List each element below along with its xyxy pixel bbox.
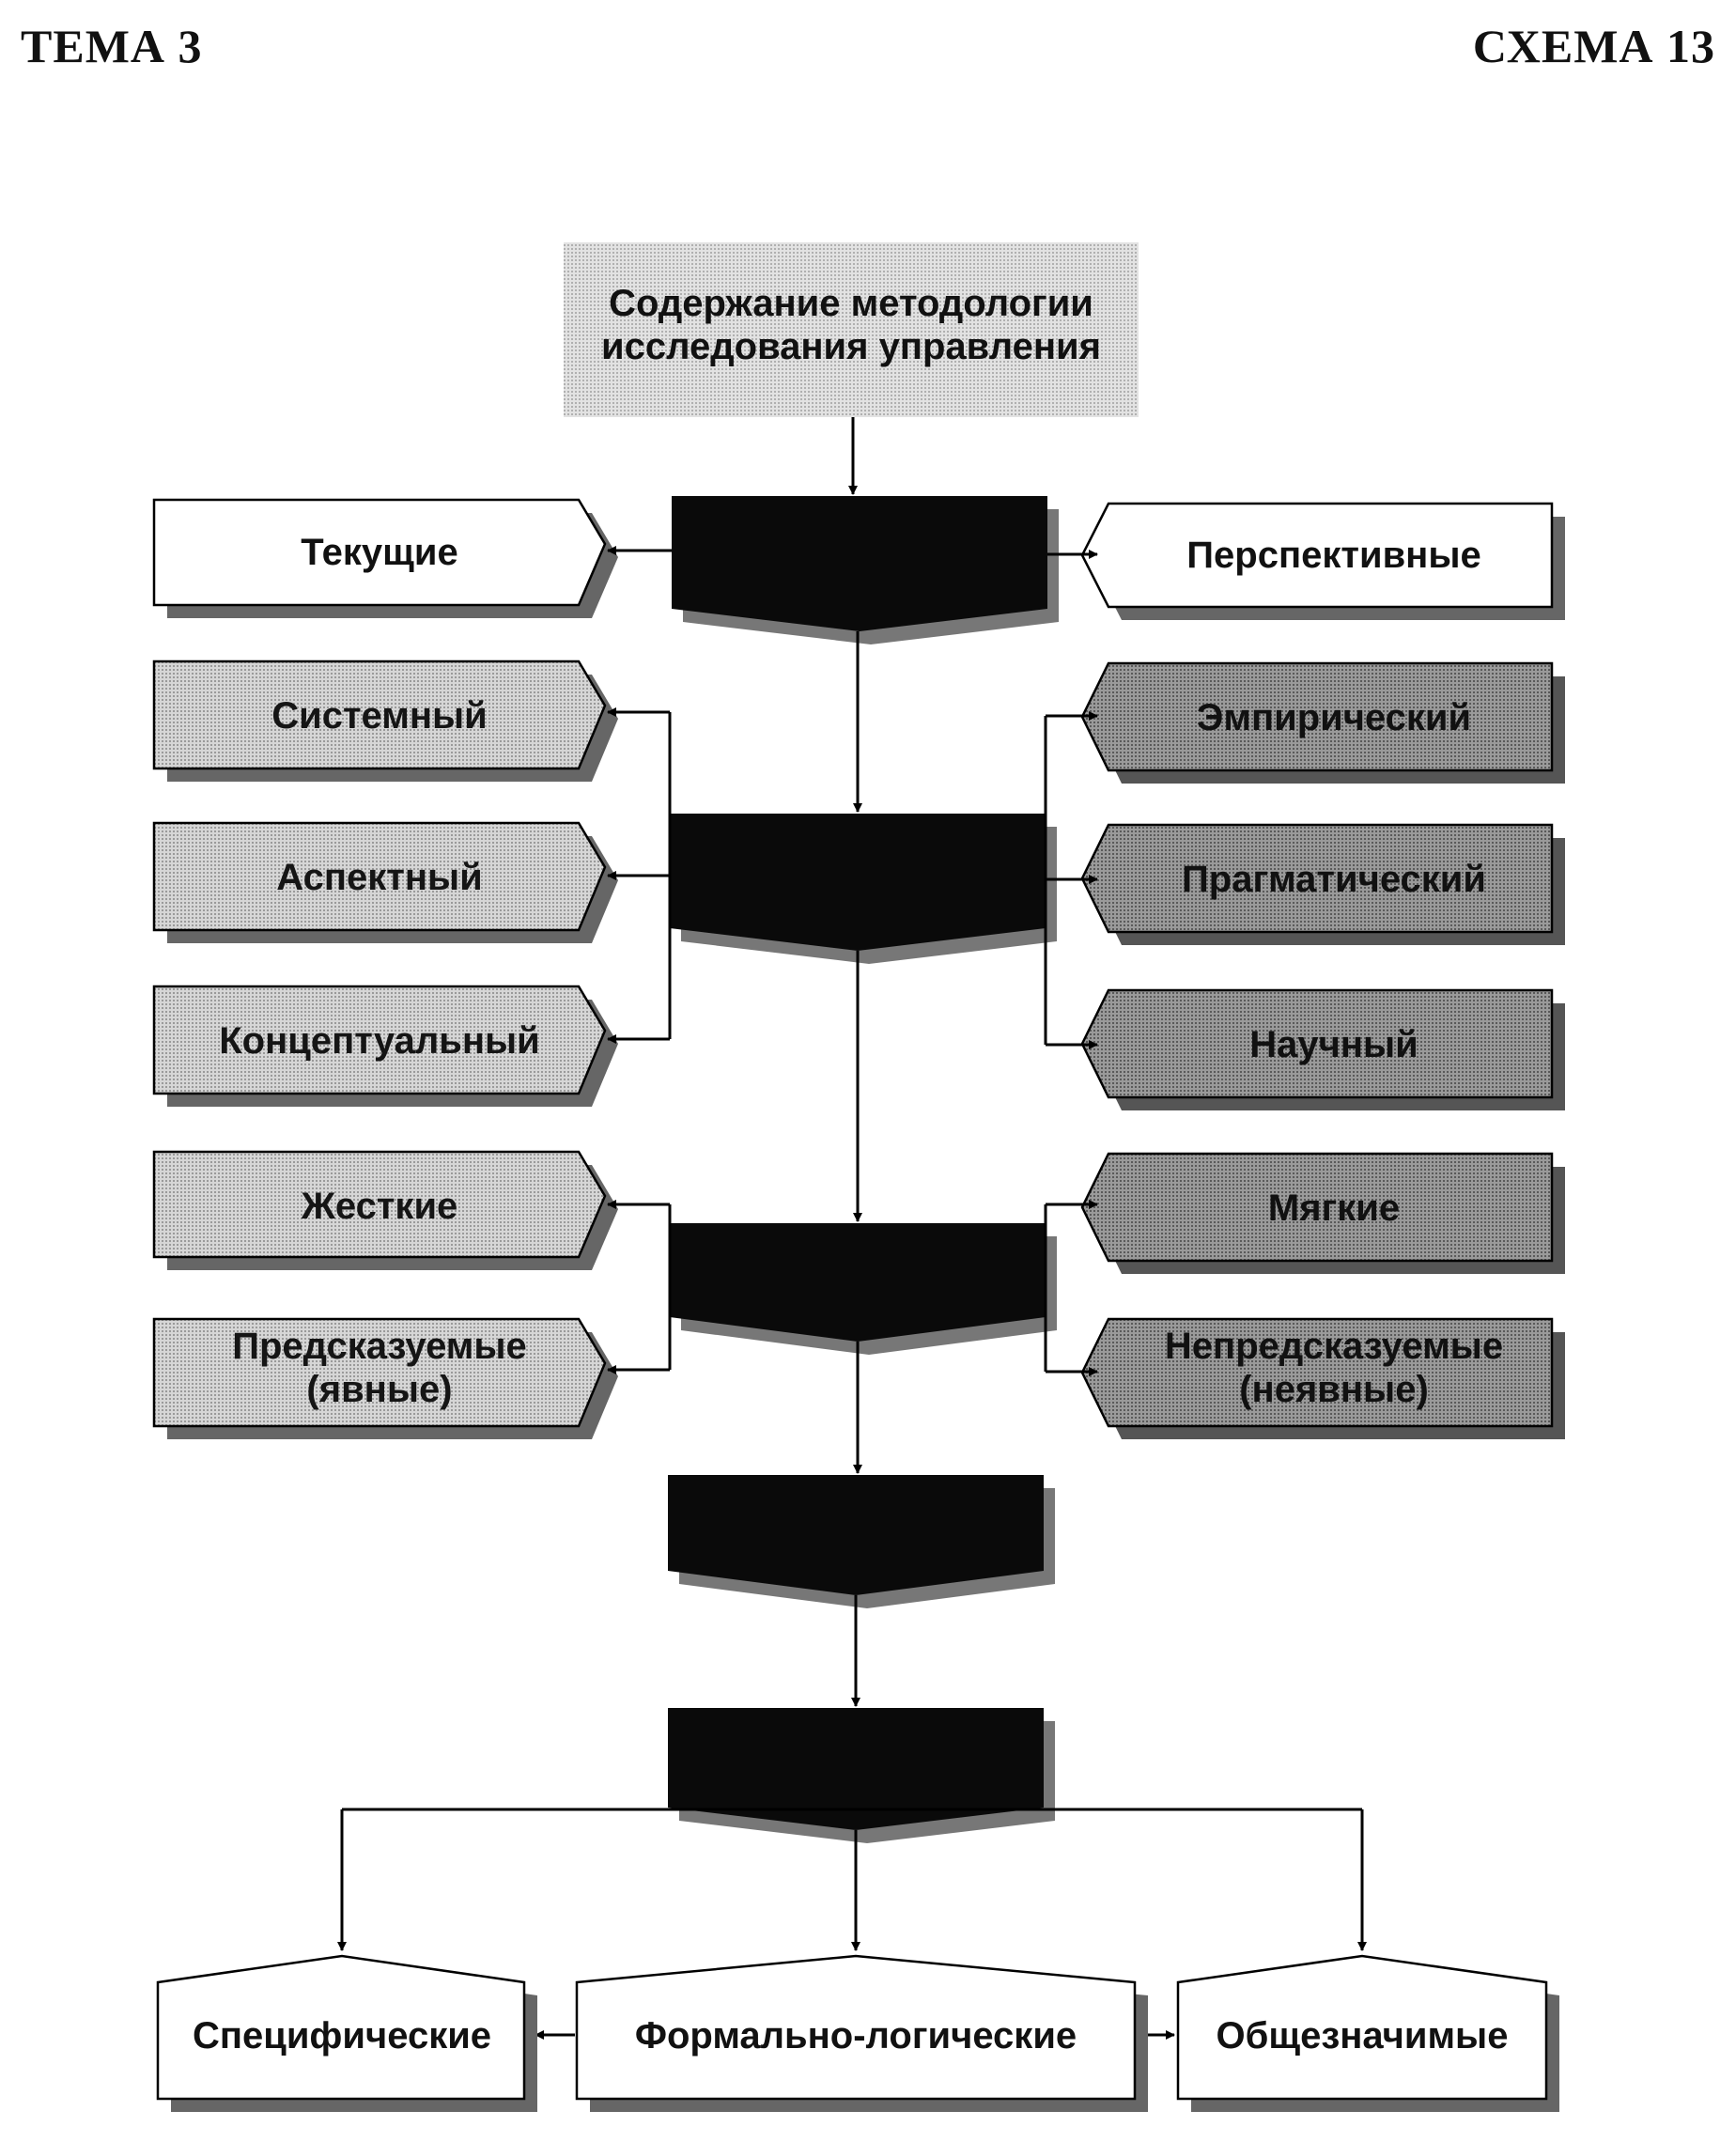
label-empirical: Эмпирический (1197, 697, 1471, 738)
label-predictable-2: (явные) (306, 1369, 452, 1410)
label-rigid: Жесткие (301, 1186, 458, 1227)
box-universal: Общезначимые (1176, 1954, 1559, 2112)
box-perspective: Перспективные (1080, 502, 1565, 620)
label-unpredictable-2: (неявные) (1239, 1369, 1429, 1410)
box-rigid: Жесткие (152, 1150, 618, 1270)
scheme-label: СХЕМА 13 (1472, 20, 1715, 72)
label-conceptual: Концептуальный (219, 1020, 539, 1062)
row1-connectors (607, 546, 1098, 559)
group3-connectors (607, 1200, 1098, 1376)
label-predictable-1: Предсказуемые (232, 1326, 527, 1367)
box-systemic: Системный (152, 660, 618, 782)
black-box-3 (670, 1223, 1057, 1355)
label-universal: Общезначимые (1217, 2015, 1509, 2057)
group2-connectors (607, 707, 1098, 1049)
box-current: Текущие (152, 498, 618, 618)
label-aspect: Аспектный (276, 857, 483, 898)
box-pragmatic: Прагматический (1080, 823, 1565, 945)
label-unpredictable-1: Непредсказуемые (1165, 1326, 1503, 1367)
label-pragmatic: Прагматический (1182, 859, 1486, 900)
box-predictable: Предсказуемые (явные) (152, 1317, 618, 1439)
label-formal-logical: Формально-логические (635, 2015, 1077, 2057)
label-perspective: Перспективные (1186, 535, 1480, 576)
label-specific: Специфические (193, 2015, 491, 2057)
title-line-1: Содержание методологии (609, 283, 1093, 324)
black-box-5 (668, 1708, 1055, 1843)
topic-label: ТЕМА 3 (21, 20, 203, 72)
label-current: Текущие (301, 532, 458, 573)
vertical-connectors (848, 417, 862, 1707)
title-line-2: исследования управления (601, 326, 1101, 367)
label-scientific: Научный (1249, 1024, 1418, 1065)
box-empirical: Эмпирический (1080, 661, 1565, 784)
bottom-connectors (337, 1808, 1367, 2040)
box-unpredictable: Непредсказуемые (неявные) (1080, 1317, 1565, 1439)
box-formal-logical: Формально-логические (575, 1954, 1148, 2112)
box-scientific: Научный (1080, 988, 1565, 1110)
box-specific: Специфические (156, 1954, 537, 2112)
title-box: Содержание методологии исследования упра… (564, 242, 1139, 417)
box-soft: Мягкие (1080, 1152, 1565, 1274)
box-conceptual: Концептуальный (152, 985, 618, 1107)
label-systemic: Системный (271, 695, 488, 737)
black-box-4 (668, 1475, 1055, 1608)
box-aspect: Аспектный (152, 821, 618, 943)
black-box-2 (670, 814, 1057, 964)
black-box-1 (672, 496, 1059, 644)
label-soft: Мягкие (1268, 1187, 1400, 1229)
